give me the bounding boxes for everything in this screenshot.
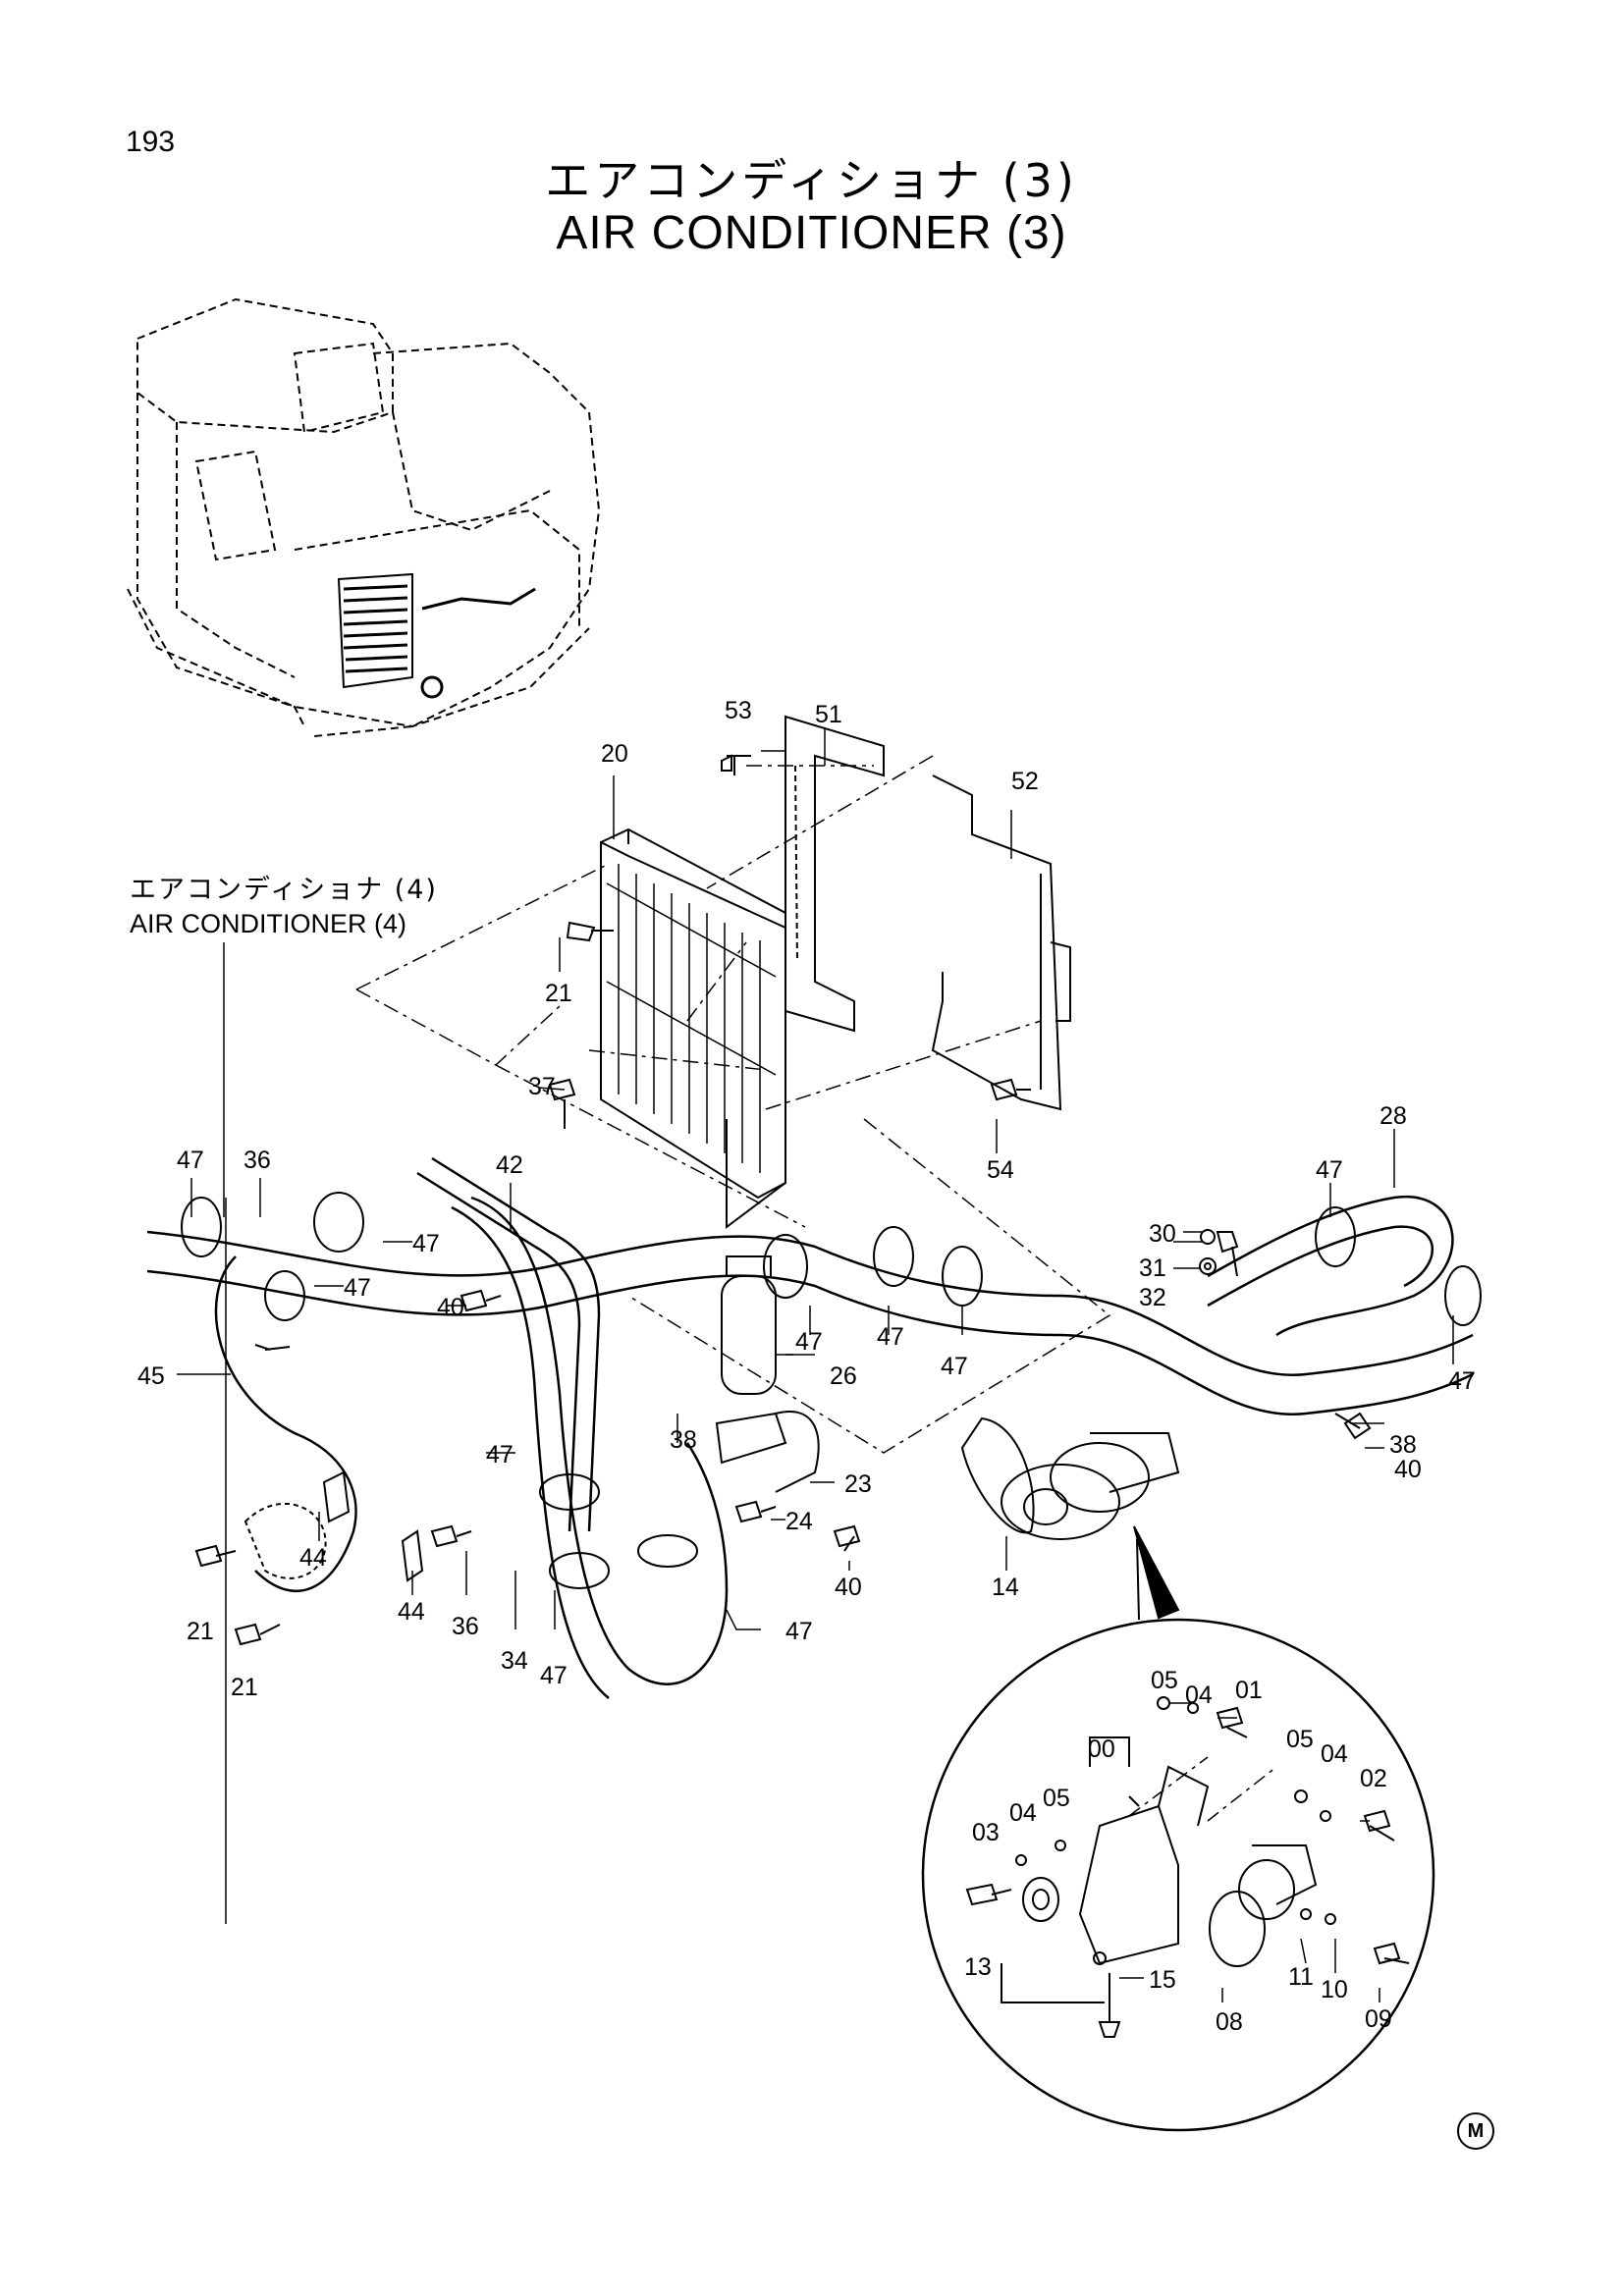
detail-callout-09: 09 — [1365, 2005, 1392, 2033]
detail-callout-13: 13 — [964, 1953, 992, 1981]
detail-callout-05: 05 — [1151, 1667, 1178, 1694]
reference-note-english: AIR CONDITIONER (4) — [130, 909, 407, 938]
callout-38: 38 — [1389, 1431, 1417, 1459]
callout-40: 40 — [1394, 1456, 1422, 1483]
page-number: 193 — [126, 126, 176, 158]
callout-51: 51 — [815, 701, 842, 728]
detail-callout-15: 15 — [1149, 1966, 1176, 1994]
callout-47: 47 — [344, 1274, 371, 1302]
callout-30: 30 — [1149, 1220, 1176, 1248]
callout-14: 14 — [992, 1574, 1019, 1601]
callout-47: 47 — [1448, 1367, 1476, 1395]
callout-20: 20 — [601, 740, 628, 768]
detail-callout-04: 04 — [1185, 1682, 1213, 1709]
callout-47: 47 — [795, 1328, 823, 1356]
callout-28: 28 — [1380, 1102, 1407, 1130]
excavator-overview-sketch — [127, 297, 601, 737]
callout-21: 21 — [545, 980, 572, 1007]
callout-45: 45 — [137, 1362, 165, 1390]
callout-38: 38 — [670, 1426, 697, 1454]
clips-44 — [243, 1470, 424, 1582]
hose-clamps — [181, 1192, 1482, 1589]
callout-21: 21 — [231, 1674, 258, 1701]
callout-47: 47 — [785, 1618, 813, 1645]
detail-callout-05: 05 — [1043, 1785, 1070, 1812]
callout-47: 47 — [486, 1441, 514, 1468]
detail-callout-04: 04 — [1009, 1799, 1037, 1827]
bolts — [194, 754, 1372, 1646]
detail-callout-10: 10 — [1321, 1976, 1348, 2003]
pipe-42 — [416, 1156, 601, 1532]
callout-26: 26 — [830, 1362, 857, 1390]
callout-54: 54 — [987, 1156, 1014, 1184]
mounting-bracket-52 — [931, 774, 1071, 1111]
detail-callout-04: 04 — [1321, 1740, 1348, 1768]
detail-callout-00: 00 — [1088, 1735, 1115, 1763]
callout-32: 32 — [1139, 1284, 1166, 1311]
callout-47: 47 — [877, 1323, 904, 1351]
washers — [1199, 1229, 1217, 1275]
callout-36: 36 — [452, 1613, 479, 1640]
callout-42: 42 — [496, 1151, 523, 1179]
detail-callout-03: 03 — [972, 1819, 1000, 1846]
callout-23: 23 — [844, 1470, 872, 1498]
callout-labels: 51 53 20 52 21 37 42 47 36 47 47 40 45 4… — [137, 697, 1476, 2036]
detail-callout-08: 08 — [1216, 2008, 1243, 2036]
callout-37: 37 — [528, 1073, 556, 1100]
refrigerant-hoses — [146, 1195, 1474, 1699]
callout-44: 44 — [299, 1544, 327, 1572]
callout-21: 21 — [187, 1618, 214, 1645]
callout-leader-lines — [177, 728, 1454, 2002]
callout-40: 40 — [437, 1294, 464, 1321]
receiver-dryer — [715, 1255, 820, 1493]
detail-callout-11: 11 — [1288, 1963, 1314, 1991]
page-title-english: AIR CONDITIONER (3) — [556, 207, 1067, 259]
callout-24: 24 — [785, 1508, 813, 1535]
callout-36: 36 — [243, 1147, 271, 1174]
callout-40: 40 — [835, 1574, 862, 1601]
assembly-dashed-guides — [355, 755, 1111, 1454]
detail-callout-01: 01 — [1235, 1677, 1263, 1704]
callout-47: 47 — [941, 1353, 968, 1380]
callout-47: 47 — [540, 1662, 568, 1689]
compressor-detail-inset — [921, 1525, 1435, 2132]
callout-53: 53 — [725, 697, 752, 724]
reference-note-japanese: エアコンディショナ (4) — [130, 875, 438, 905]
overview-radiator-highlight — [337, 572, 536, 699]
callout-34: 34 — [501, 1647, 528, 1675]
callout-47: 47 — [177, 1147, 204, 1174]
detail-callout-02: 02 — [1360, 1765, 1387, 1792]
callout-31: 31 — [1139, 1255, 1166, 1282]
manufacturer-mark: M — [1457, 2112, 1494, 2150]
callout-47: 47 — [412, 1230, 440, 1257]
compressor — [960, 1416, 1180, 1540]
callout-47: 47 — [1316, 1156, 1343, 1184]
page-title-japanese: エアコンディショナ (3) — [545, 154, 1078, 207]
callout-44: 44 — [398, 1598, 425, 1626]
mounting-bracket-51 — [784, 715, 885, 1033]
detail-callout-05: 05 — [1286, 1726, 1314, 1753]
condenser — [600, 828, 786, 1229]
callout-52: 52 — [1011, 768, 1039, 795]
